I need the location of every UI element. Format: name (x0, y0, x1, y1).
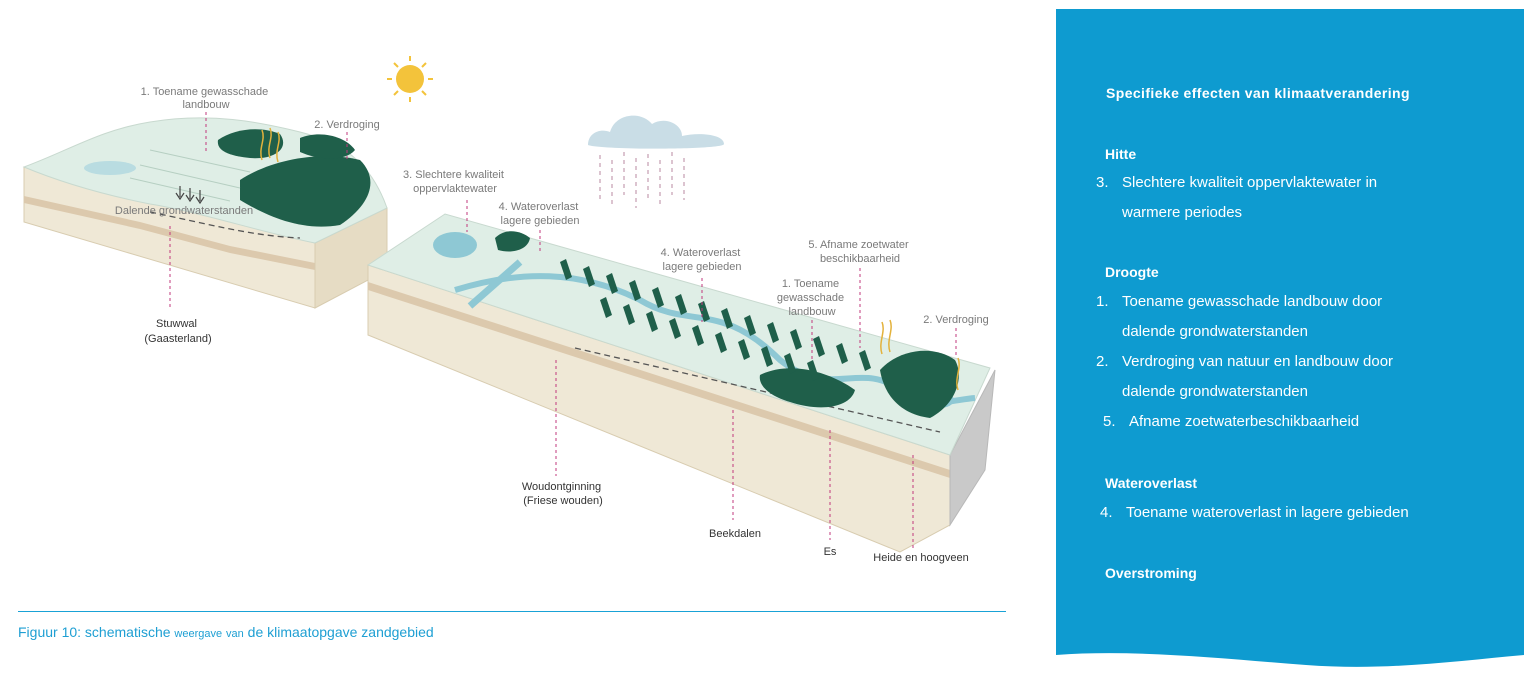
tree-row (669, 318, 681, 339)
list-item: 2.Verdroging van natuur en landbouw door… (1096, 353, 1394, 400)
label-crop-damage-right: 1. Toename gewasschade landbouw (777, 278, 847, 318)
tree-row (761, 346, 773, 367)
label-stuwwal: Stuwwal (Gaasterland) (144, 318, 211, 345)
list-item: 4.Toename wateroverlast in lagere gebied… (1100, 504, 1409, 521)
tree-row (646, 311, 658, 332)
heading-overstroming: Overstroming (1105, 565, 1197, 581)
lake (433, 232, 477, 258)
label-drought-left: 2. Verdroging (314, 119, 379, 131)
stuwwal-forest-2 (240, 156, 371, 227)
panel-title: Specifieke effecten van klimaatveranderi… (1106, 85, 1410, 101)
label-flood-low-2: 4. Wateroverlast lagere gebieden (661, 247, 744, 273)
lowland-end-face (949, 369, 996, 527)
forest-beekdalen (759, 368, 855, 408)
tree-row (583, 266, 595, 287)
down-arrow-icon (185, 188, 195, 203)
tree-row (767, 322, 779, 343)
tree-row (859, 350, 871, 371)
list-item: 3.Slechtere kwaliteit oppervlaktewater i… (1096, 174, 1378, 221)
tree-row (813, 336, 825, 357)
stuwwal-field-line (149, 149, 251, 173)
label-falling-groundwater: Dalende grondwaterstanden (115, 205, 253, 217)
label-drought-right: 2. Verdroging (923, 314, 988, 326)
tree-row (721, 308, 733, 329)
label-flood-low-1: 4. Wateroverlast lagere gebieden (499, 201, 582, 227)
tree-row (675, 294, 687, 315)
tree-row (606, 273, 618, 294)
caption-part-1: Figuur 10: schematische (18, 624, 171, 640)
tree-row (600, 297, 612, 318)
heat-wave-icon (956, 357, 960, 391)
tree-row (790, 329, 802, 350)
lowland-soil-band (368, 282, 950, 478)
label-woudontginning: Woudontginning (Friese wouden) (522, 481, 604, 507)
heat-wave-icon (880, 319, 892, 355)
tree-row (623, 304, 635, 325)
heading-droogte: Droogte (1105, 264, 1159, 280)
sun-icon (387, 56, 433, 102)
landscape-diagram: 1. Toename gewasschade landbouw 2. Verdr… (22, 56, 996, 564)
tree-row (692, 325, 704, 346)
tree-row (715, 332, 727, 353)
label-freshwater: 5. Afname zoetwater beschikbaarheid (808, 239, 911, 265)
heat-wave-icon (260, 127, 280, 163)
tree-row (560, 259, 572, 280)
heading-hitte: Hitte (1105, 146, 1137, 162)
canal (467, 259, 523, 309)
panel-background (1056, 9, 1524, 667)
lowland-block (366, 213, 996, 553)
stuwwal-forest-3 (300, 134, 355, 159)
caption-divider (18, 611, 1006, 612)
forest-woudontginning (495, 231, 530, 252)
caption-part-3: van (226, 628, 244, 640)
figure-caption: Figuur 10: schematische weergave van de … (18, 624, 434, 640)
label-crop-damage-left: 1. Toename gewasschade landbouw (141, 86, 272, 111)
tree-row (629, 280, 641, 301)
caption-part-2: weergave (174, 628, 223, 640)
caption-part-4: de klimaatopgave zandgebied (247, 624, 434, 640)
heading-wateroverlast: Wateroverlast (1105, 475, 1198, 491)
tree-rows (560, 259, 871, 381)
tree-row (652, 287, 664, 308)
label-water-quality: 3. Slechtere kwaliteit oppervlaktewater (403, 169, 507, 195)
down-arrow-icon (175, 186, 185, 201)
tree-row (698, 301, 710, 322)
stuwwal-groundwater-line (149, 211, 301, 239)
label-beekdalen: Beekdalen (709, 528, 761, 540)
lowland-groundwater-line (574, 347, 941, 433)
label-es: Es (824, 546, 837, 558)
list-item: 1.Toename gewasschade landbouw door dale… (1096, 293, 1383, 340)
down-arrow-icon (195, 190, 205, 205)
tree-row (738, 339, 750, 360)
forest-heide (880, 350, 959, 418)
tree-row (784, 353, 796, 374)
effects-panel: Specifieke effecten van klimaatveranderi… (1056, 9, 1524, 671)
label-heide: Heide en hoogveen (873, 552, 968, 564)
tree-row (807, 360, 819, 381)
rain-cloud-icon (588, 115, 724, 208)
list-item: 5.Afname zoetwaterbeschikbaarheid (1103, 413, 1360, 430)
tree-row (744, 315, 756, 336)
stuwwal-field-line (139, 164, 241, 189)
stuwwal-forest-1 (217, 129, 284, 159)
tree-row (836, 343, 848, 364)
stuwwal-pond (84, 161, 136, 175)
